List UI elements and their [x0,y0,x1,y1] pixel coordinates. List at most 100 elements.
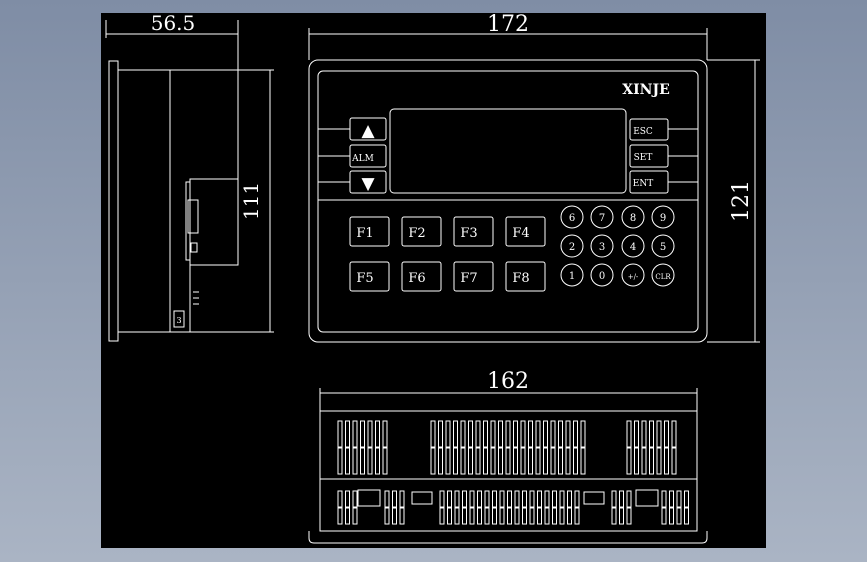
key-ent[interactable]: ENT [629,170,669,194]
vent-slot [580,447,586,475]
vent-slot [399,490,405,508]
key-down[interactable]: ▼ [349,170,387,194]
vent-slot [507,490,512,508]
vent-slot [664,420,669,448]
numpad-key[interactable]: 7 [590,205,614,229]
numpad-key-label: +/- [628,273,639,281]
vent-slot [671,420,677,448]
key-f1[interactable]: F1 [349,216,390,247]
key-f5-label: F5 [356,271,373,286]
vent-slot [438,420,443,448]
vent-slot [641,447,647,475]
numpad-key[interactable]: +/- [621,263,645,287]
numpad-key[interactable]: 9 [651,205,675,229]
vent-slot [499,490,505,508]
key-f4[interactable]: F4 [505,216,546,247]
vent-slot [352,507,358,525]
key-f7[interactable]: F7 [453,261,494,292]
vent-slot [676,507,682,525]
vent-slot [573,447,578,475]
vent-slot [483,420,488,448]
numpad-key-label: 9 [660,213,666,224]
vent-slot [580,420,586,448]
numpad-key[interactable]: CLR [651,263,675,287]
key-f2[interactable]: F2 [401,216,442,247]
numpad-key[interactable]: 4 [621,234,645,258]
vent-slot [664,447,669,475]
vent-slot [537,490,542,508]
numpad-key[interactable]: 0 [590,263,614,287]
key-esc-label: ESC [633,127,653,137]
vent-slot [543,447,548,475]
vent-slot [535,447,541,475]
numpad-key[interactable]: 8 [621,205,645,229]
vent-slot [345,507,350,525]
vent-slot [462,507,467,525]
vent-slot [492,490,497,508]
numpad-key-label: CLR [655,273,671,281]
numpad-key[interactable]: 1 [560,263,584,287]
vent-slot [469,490,475,508]
up-arrow-icon: ▲ [361,121,375,141]
vent-slot [430,447,436,475]
side-terminal-label: 3 [176,316,181,325]
vent-slot [641,420,647,448]
key-alm[interactable]: ALM [349,144,387,168]
vent-slot [513,447,518,475]
vent-slot [345,420,350,448]
vent-slot [634,420,639,448]
vent-slot [656,447,662,475]
vent-slot [337,507,343,525]
vent-slot [559,507,565,525]
key-f3[interactable]: F3 [453,216,494,247]
vent-slot [565,447,571,475]
vent-slot [522,490,527,508]
vent-slot [375,447,380,475]
front-view: 172 XINJE ▲ ALM ▼ ESC SET [308,12,760,343]
vent-slot [460,447,466,475]
numpad-key-label: 1 [569,271,575,282]
vent-slot [619,490,624,508]
key-f8[interactable]: F8 [505,261,546,292]
vent-slot [550,447,556,475]
numpad-key[interactable]: 6 [560,205,584,229]
vent-slot [574,507,580,525]
key-up[interactable]: ▲ [349,117,387,141]
numpad-key[interactable]: 3 [590,234,614,258]
bottom-connector-1 [357,489,381,507]
key-f6[interactable]: F6 [401,261,442,292]
vent-slot [573,420,578,448]
vent-slot [499,507,505,525]
key-set[interactable]: SET [629,144,669,168]
numpad-key-label: 6 [569,213,575,224]
vent-slot [567,490,572,508]
vent-slot [611,490,617,508]
vent-slot [469,507,475,525]
key-f7-label: F7 [460,271,477,286]
vent-slot [520,447,526,475]
numpad-key-label: 7 [599,213,605,224]
vent-slot [352,447,358,475]
key-esc[interactable]: ESC [629,118,669,141]
vent-slot [345,447,350,475]
vent-slot [430,420,436,448]
numpad-key[interactable]: 5 [651,234,675,258]
vent-slot [543,420,548,448]
numpad-key[interactable]: 2 [560,234,584,258]
vent-slot [520,420,526,448]
bottom-connector-4 [635,489,659,507]
vent-slot [507,507,512,525]
vent-slot [447,507,452,525]
bottom-housing-base [319,478,698,532]
key-f5[interactable]: F5 [349,261,390,292]
vent-slot [492,507,497,525]
vent-slot [483,447,488,475]
vent-slot [529,507,535,525]
numpad-key-label: 4 [630,242,636,253]
vent-slot [676,490,682,508]
vent-slot [574,490,580,508]
vent-slot [505,420,511,448]
vent-slot [669,507,674,525]
vent-slot [528,420,533,448]
